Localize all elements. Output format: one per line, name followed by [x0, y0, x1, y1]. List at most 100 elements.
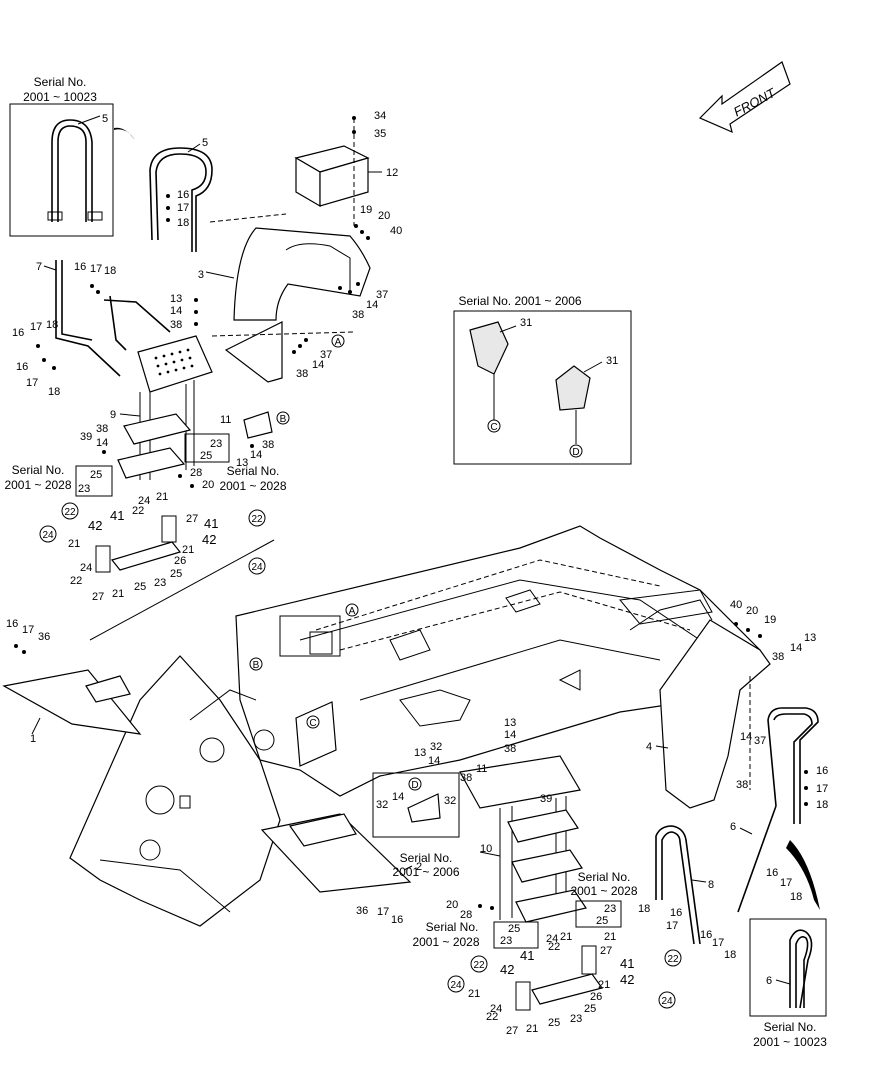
part-number: 37 [320, 349, 332, 361]
part-number: 14 [428, 755, 440, 767]
serial-range: 2001 ~ 2006 [392, 865, 459, 879]
part-number: 23 [570, 1013, 582, 1025]
ladder-9: 9 13 14 38 39 38 14 [80, 293, 213, 480]
part-number: 16 [766, 867, 778, 879]
tread-pattern [154, 348, 194, 376]
part-number: 23 [210, 438, 222, 450]
part-number: 26 [590, 991, 602, 1003]
part-number: 39 [80, 431, 92, 443]
handrail-6-8: 16 17 18 6 8 16 17 18 18 16 17 16 17 18 [638, 707, 828, 961]
part-number: 31 [520, 317, 532, 329]
part-number: 1 [30, 733, 36, 745]
serial-label: Serial No. [578, 870, 631, 884]
callout-24: 24 [42, 530, 54, 541]
callout-A: A [349, 606, 356, 617]
serial-range: 2001 ~ 2028 [570, 884, 637, 898]
part-number: 20 [446, 899, 458, 911]
part-number: 18 [790, 891, 802, 903]
part-number: 11 [220, 414, 231, 426]
part-number: 32 [430, 741, 442, 753]
serial-range: 2001 ~ 10023 [753, 1035, 827, 1049]
part-number: 14 [740, 731, 752, 743]
part-number: 19 [360, 204, 372, 216]
part-number: 13 [414, 747, 426, 759]
part-number: 40 [730, 599, 742, 611]
part-number: 21 [560, 931, 572, 943]
part-number: 22 [548, 941, 560, 953]
part-number: 20 [202, 479, 214, 491]
boom-structure [69, 655, 281, 927]
part-number: 21 [182, 544, 194, 556]
step-assembly-bottom: 22 24 22 24 41 42 41 42 24 22 21 21 27 2… [447, 931, 682, 1037]
cover-4: 4 40 20 19 13 14 38 14 37 38 [629, 599, 816, 809]
part-number: 21 [468, 988, 480, 1000]
inset-handrail-top-left: Serial No. 2001 ~ 10023 5 [9, 75, 114, 237]
fender-2: 2 36 17 16 [260, 813, 422, 926]
part-number: 42 [88, 518, 102, 533]
callout-24: 24 [251, 562, 263, 573]
part-number: 38 [460, 772, 472, 784]
part-number: 16 [12, 327, 24, 339]
part-number: 18 [638, 903, 650, 915]
part-number: 28 [460, 909, 472, 921]
inset-handrail-bottom-right: 6 Serial No. 2001 ~ 10023 [749, 840, 827, 1049]
part-number: 6 [766, 975, 772, 987]
part-number: 4 [646, 741, 652, 753]
part-number: 32 [444, 795, 456, 807]
callout-C: C [490, 422, 497, 433]
part-number: 16 [6, 618, 18, 630]
part-number: 17 [780, 877, 792, 889]
part-number: 41 [520, 948, 534, 963]
part-number: 14 [504, 729, 516, 741]
part-number: 25 [170, 568, 182, 580]
part-number: 23 [500, 935, 512, 947]
callout-22: 22 [473, 960, 485, 971]
serial-label: Serial No. [34, 75, 87, 89]
part-number: 25 [134, 581, 146, 593]
part-number: 38 [170, 319, 182, 331]
serial-range: 2001 ~ 10023 [23, 90, 97, 104]
part-number: 37 [754, 735, 766, 747]
part-number: 38 [772, 651, 784, 663]
part-number: 25 [584, 1003, 596, 1015]
part-number: 21 [526, 1023, 538, 1035]
part-number: 22 [132, 505, 144, 517]
part-number: 5 [202, 137, 208, 149]
serial-range: 2001 ~ 2028 [4, 478, 71, 492]
part-number: 36 [38, 631, 50, 643]
part-number: 14 [312, 359, 324, 371]
part-number: 23 [154, 577, 166, 589]
callout-24: 24 [661, 996, 673, 1007]
part-number: 28 [190, 467, 202, 479]
part-number: 16 [16, 361, 28, 373]
part-number: 23 [604, 903, 616, 915]
part-number: 18 [816, 799, 828, 811]
part-number: 24 [80, 562, 92, 574]
part-number: 2 [416, 861, 422, 873]
cover-3: 3 37 14 38 A 37 14 38 [198, 213, 388, 383]
part-number: 25 [508, 923, 520, 935]
part-number: 17 [30, 321, 42, 333]
battery-box-12: 12 34 35 19 20 40 [294, 110, 402, 240]
part-number: 24 [546, 933, 558, 945]
inset-frame [749, 918, 827, 1017]
part-number: 19 [764, 614, 776, 626]
part-number: 14 [250, 449, 262, 461]
part-number: 5 [102, 113, 108, 125]
callout-A: A [335, 337, 342, 348]
part-number: 41 [204, 516, 218, 531]
part-number: 21 [598, 979, 610, 991]
part-number: 12 [386, 167, 398, 179]
part-number: 25 [90, 469, 102, 481]
part-number: 41 [110, 508, 124, 523]
part-number: 22 [486, 1011, 498, 1023]
part-number: 17 [377, 906, 389, 918]
part-number: 25 [200, 450, 212, 462]
inset-frame [9, 103, 114, 237]
part-number: 24 [138, 495, 150, 507]
part-number: 18 [48, 386, 60, 398]
serial-group-right: Serial No. 2001 ~ 2028 23 25 Serial No. … [412, 870, 637, 949]
part-number: 35 [374, 128, 386, 140]
ladder-10: 13 14 38 13 32 14 11 38 39 10 20 28 [414, 717, 587, 923]
